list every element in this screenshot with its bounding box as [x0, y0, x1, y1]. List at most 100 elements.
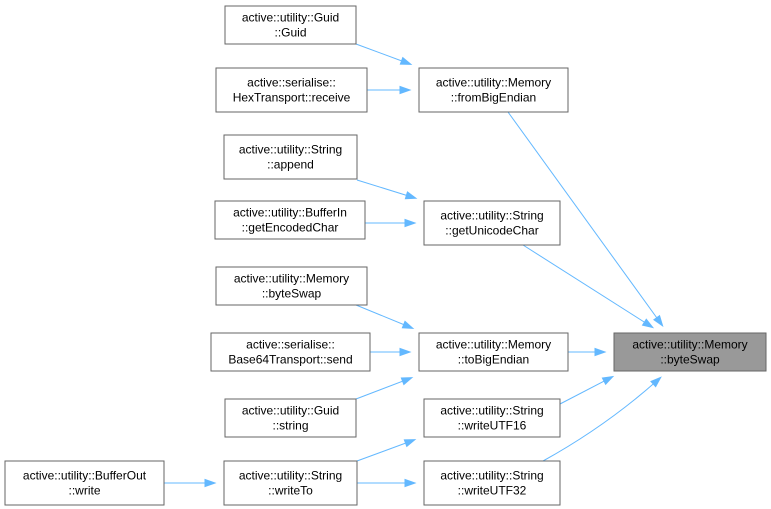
node-label-line: ::writeTo — [268, 484, 313, 498]
node-string-get-unicode-char[interactable]: active::utility::String::getUnicodeChar — [423, 200, 561, 246]
node-hex-receive[interactable]: active::serialise::HexTransport::receive — [215, 67, 368, 113]
node-box — [215, 266, 368, 306]
node-string-append[interactable]: active::utility::String::append — [223, 134, 358, 180]
node-label-line: active::utility::Memory — [632, 338, 747, 352]
node-label-line: active::serialise:: — [247, 76, 336, 90]
arrowhead-icon — [400, 377, 414, 386]
nodes-layer: active::utility::Guid::Guidactive::seria… — [4, 5, 767, 506]
node-label-line: ::byteSwap — [660, 353, 720, 367]
edge-string-append-to-string-get-unicode-char — [356, 179, 418, 200]
edge-bufferout-write-to-string-write-to — [164, 478, 217, 488]
node-to-big-endian[interactable]: active::utility::Memory::toBigEndian — [418, 332, 569, 372]
node-label-line: ::toBigEndian — [458, 353, 529, 367]
edge-base64-send-to-to-big-endian — [370, 347, 412, 357]
node-bufferin-get-encoded-char[interactable]: active::utility::BufferIn::getEncodedCha… — [214, 200, 366, 240]
node-memory-byteswap: active::utility::Memory::byteSwap — [613, 332, 767, 372]
node-label-line: ::string — [272, 419, 308, 433]
arrowhead-icon — [404, 191, 418, 200]
node-base64-send[interactable]: active::serialise::Base64Transport::send — [210, 332, 371, 372]
node-box — [223, 460, 358, 506]
arrowhead-icon — [601, 375, 615, 386]
arrowhead-icon — [399, 56, 413, 65]
node-label-line: active::utility::BufferOut — [23, 469, 147, 483]
node-box — [418, 332, 569, 372]
node-label-line: ::writeUTF16 — [458, 419, 527, 433]
node-box — [224, 398, 357, 438]
node-label-line: active::utility::Memory — [436, 76, 551, 90]
edge-guid-guid-to-from-big-endian — [355, 43, 413, 65]
edge-memory-byteswap-overload-to-to-big-endian — [355, 304, 415, 329]
edge-to-big-endian-to-memory-byteswap — [568, 347, 607, 357]
edges-layer — [164, 43, 664, 488]
node-label-line: ::Guid — [274, 26, 306, 40]
arrowhead-icon — [641, 318, 655, 329]
node-label-line: ::getUnicodeChar — [445, 224, 538, 238]
node-string-write-utf32[interactable]: active::utility::String::writeUTF32 — [423, 460, 561, 506]
arrowhead-icon — [653, 314, 664, 328]
arrowhead-icon — [401, 320, 415, 329]
node-box — [215, 67, 368, 113]
edge-guid-string-to-to-big-endian — [355, 377, 414, 400]
node-string-write-to[interactable]: active::utility::String::writeTo — [223, 460, 358, 506]
node-box — [423, 460, 561, 506]
edge-line — [356, 439, 415, 462]
node-box — [418, 67, 569, 113]
node-guid-guid[interactable]: active::utility::Guid::Guid — [224, 5, 357, 45]
node-guid-string[interactable]: active::utility::Guid::string — [224, 398, 357, 438]
edge-string-get-unicode-char-to-memory-byteswap — [522, 244, 655, 329]
arrowhead-icon — [650, 376, 662, 388]
node-label-line: active::utility::String — [440, 404, 543, 418]
edge-bufferin-get-encoded-char-to-string-get-unicode-char — [365, 218, 417, 228]
node-label-line: ::writeUTF32 — [458, 484, 527, 498]
node-box — [214, 200, 366, 240]
edge-line — [522, 244, 653, 328]
node-from-big-endian[interactable]: active::utility::Memory::fromBigEndian — [418, 67, 569, 113]
edge-string-write-to-to-string-write-utf32 — [357, 478, 417, 488]
node-label-line: ::getEncodedChar — [242, 221, 339, 235]
arrowhead-icon — [403, 439, 417, 448]
node-label-line: active::utility::String — [239, 143, 342, 157]
node-label-line: ::write — [68, 484, 100, 498]
edge-string-write-utf16-to-memory-byteswap — [559, 375, 615, 405]
node-label-line: active::utility::BufferIn — [233, 206, 347, 220]
edge-line — [542, 377, 661, 462]
node-label-line: HexTransport::receive — [233, 91, 351, 105]
node-string-write-utf16[interactable]: active::utility::String::writeUTF16 — [423, 398, 561, 438]
edge-from-big-endian-to-memory-byteswap — [507, 111, 664, 328]
edge-hex-receive-to-from-big-endian — [367, 85, 412, 95]
node-label-line: active::utility::Guid — [242, 404, 339, 418]
node-box — [423, 398, 561, 438]
node-label-line: active::utility::String — [440, 209, 543, 223]
node-label-line: active::utility::Memory — [234, 272, 349, 286]
arrowhead-icon — [399, 85, 412, 95]
edge-line — [507, 111, 663, 326]
node-box — [223, 134, 358, 180]
edge-line — [355, 43, 411, 65]
arrowhead-icon — [204, 478, 217, 488]
node-box — [613, 332, 767, 372]
node-box — [210, 332, 371, 372]
node-label-line: active::utility::Guid — [242, 11, 339, 25]
edge-line — [355, 304, 413, 329]
edge-line — [355, 377, 412, 400]
edge-line — [356, 179, 416, 199]
node-label-line: Base64Transport::send — [228, 353, 352, 367]
node-label-line: ::append — [267, 158, 314, 172]
node-label-line: ::byteSwap — [262, 287, 322, 301]
node-label-line: active::utility::Memory — [436, 338, 551, 352]
node-label-line: active::serialise:: — [246, 338, 335, 352]
node-box — [224, 5, 357, 45]
edge-string-write-to-to-string-write-utf16 — [356, 439, 417, 462]
node-label-line: ::fromBigEndian — [451, 91, 536, 105]
arrowhead-icon — [404, 218, 417, 228]
arrowhead-icon — [399, 347, 412, 357]
node-bufferout-write[interactable]: active::utility::BufferOut::write — [4, 460, 165, 506]
edge-string-write-utf32-to-memory-byteswap — [542, 376, 662, 462]
arrowhead-icon — [594, 347, 607, 357]
edge-line — [559, 376, 613, 405]
node-box — [423, 200, 561, 246]
node-memory-byteswap-overload[interactable]: active::utility::Memory::byteSwap — [215, 266, 368, 306]
node-box — [4, 460, 165, 506]
node-label-line: active::utility::String — [239, 469, 342, 483]
